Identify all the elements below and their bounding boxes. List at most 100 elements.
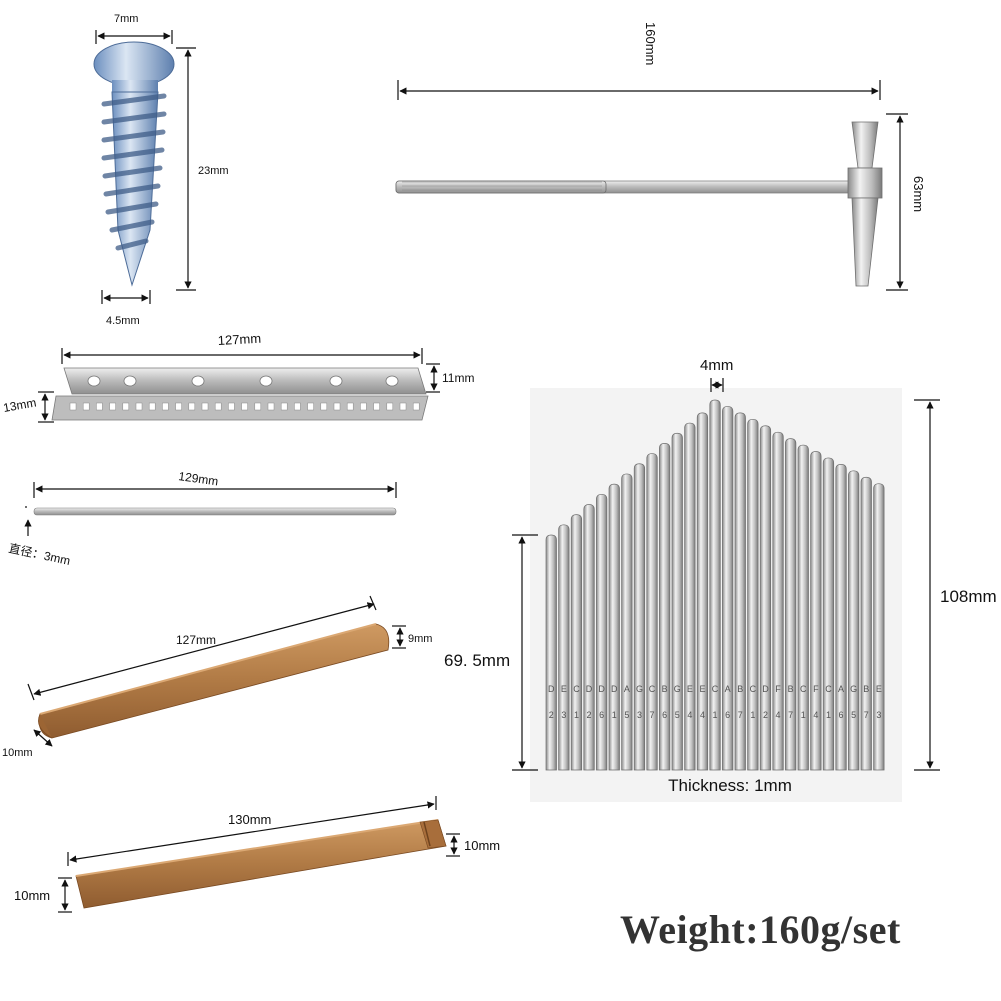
tine-max-length-label: 108mm [940, 587, 997, 606]
tine-note-digit: 1 [826, 710, 831, 720]
rod-diameter-label: 直径：3mm [7, 541, 71, 568]
tine-note-letter: D [548, 684, 555, 694]
tine-note-letter: D [762, 684, 769, 694]
tuning-hammer-illustration [395, 121, 883, 287]
tine-note-letter: A [838, 684, 844, 694]
tines-dimensions [512, 378, 940, 771]
tine-note-digit: 1 [750, 710, 755, 720]
tine-note-letter: C [750, 684, 757, 694]
bracket-height-right-label: 11mm [442, 371, 474, 385]
wood-bar-130-width-label: 10mm [14, 888, 50, 903]
tine: G5 [848, 470, 860, 771]
tine-note-letter: A [624, 684, 630, 694]
tine-note-letter: D [611, 684, 618, 694]
tine-note-letter: C [825, 684, 832, 694]
bracket-slot [82, 402, 90, 411]
hammer-head-height-label: 63mm [911, 176, 926, 212]
tine-note-digit: 3 [637, 710, 642, 720]
rod-dimensions [24, 482, 397, 536]
tine-note-digit: 1 [612, 710, 617, 720]
tine: D6 [596, 493, 608, 771]
bracket-slot [228, 402, 235, 411]
screw-illustration [93, 41, 175, 287]
tine: C1 [570, 514, 583, 771]
tine-note-letter: E [561, 684, 567, 694]
bracket-slot [122, 402, 130, 411]
tine-note-digit: 1 [801, 710, 806, 720]
wood-bar-130-dimensions [58, 796, 460, 913]
bracket-slot [135, 402, 143, 411]
tine-note-letter: E [876, 684, 882, 694]
weight-caption: Weight:160g/set [620, 907, 901, 952]
wood-bar-130-illustration [75, 819, 447, 909]
tine-note-letter: F [813, 684, 819, 694]
tine-note-digit: 6 [662, 710, 667, 720]
tine-note-digit: 6 [599, 710, 604, 720]
tine-note-letter: E [687, 684, 693, 694]
tine: E4 [684, 422, 696, 771]
tine: A6 [835, 464, 847, 771]
tine-note-letter: C [649, 684, 656, 694]
tine-note-digit: 4 [700, 710, 705, 720]
bracket-slot [69, 402, 77, 411]
tine-note-digit: 2 [549, 710, 554, 720]
tine-note-letter: C [712, 684, 719, 694]
bracket-height-left-label: 13mm [2, 395, 37, 415]
tine-note-letter: D [586, 684, 593, 694]
screw-dimensions [95, 30, 196, 304]
tine-note-digit: 6 [725, 710, 730, 720]
wood-bar-127-thickness-label: 9mm [408, 633, 432, 645]
tine-note-digit: 2 [587, 710, 592, 720]
tine: G3 [633, 463, 646, 771]
tine-note-digit: 4 [776, 710, 781, 720]
tine: C1 [797, 444, 809, 771]
screw-length-label: 23mm [198, 165, 229, 177]
bracket-dimensions [38, 348, 440, 423]
tine-note-digit: 5 [624, 710, 629, 720]
tine: A5 [621, 473, 633, 771]
bracket-slot [201, 402, 209, 411]
tine-note-digit: 7 [650, 710, 655, 720]
bracket-slot [109, 402, 116, 411]
wood-bar-127-dimensions [27, 595, 406, 747]
tine: E3 [873, 483, 885, 771]
bracket-slot [320, 402, 328, 411]
tine-note-digit: 5 [675, 710, 680, 720]
tine: B7 [734, 412, 746, 771]
tine: F4 [810, 451, 822, 771]
tine-note-letter: G [636, 684, 643, 694]
bracket-slot [175, 402, 182, 411]
tine-note-letter: G [674, 684, 681, 694]
tine-note-letter: C [800, 684, 807, 694]
tine: A6 [722, 406, 734, 771]
bracket-slot [188, 402, 196, 411]
tine-note-digit: 6 [839, 710, 844, 720]
tine-note-letter: B [662, 684, 668, 694]
bracket-slot [148, 402, 156, 411]
tine-note-letter: B [737, 684, 743, 694]
tine: B7 [860, 476, 872, 771]
tine-note-digit: 1 [713, 710, 718, 720]
tine-note-digit: 7 [738, 710, 743, 720]
bracket-slot [373, 402, 380, 411]
bracket-length-label: 127mm [217, 331, 261, 348]
tine-note-digit: 1 [574, 710, 579, 720]
wood-bar-130-length-label: 130mm [228, 812, 271, 827]
tine-note-digit: 7 [788, 710, 793, 720]
hammer-length-label: 160mm [643, 22, 658, 65]
bracket-slot [241, 402, 248, 411]
bracket-slot [96, 402, 103, 411]
bracket-slot [346, 402, 354, 411]
tine-note-letter: A [725, 684, 731, 694]
tine-note-letter: C [573, 684, 580, 694]
rod-length-label: 129mm [178, 469, 220, 488]
screw-shank-width-label: 4.5mm [106, 315, 140, 327]
tine: G5 [671, 432, 683, 771]
tine: C7 [646, 453, 658, 771]
tine-note-digit: 5 [851, 710, 856, 720]
bracket-slot [294, 402, 301, 411]
bracket-slot [399, 402, 407, 411]
hammer-dimensions [397, 80, 908, 291]
tine-note-digit: 3 [876, 710, 881, 720]
